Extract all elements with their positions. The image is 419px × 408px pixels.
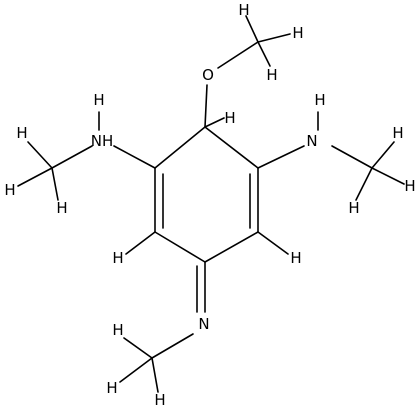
atom-h-methyl-bottom-3: H — [154, 391, 165, 408]
bond-ch3-h-bottom — [257, 41, 271, 67]
bond-n2-ch3 — [331, 145, 373, 169]
atom-h-methoxy-right: H — [292, 24, 303, 42]
bond-c1-c2 — [154, 126, 206, 169]
bond-o-ch3 — [217, 41, 259, 69]
atom-h-ring-left: H — [112, 249, 123, 267]
bond-ch3r-h3 — [355, 167, 373, 201]
bond-ch3r-h2 — [371, 167, 405, 185]
atom-h-methyl-right-2: H — [404, 177, 415, 195]
bond-ch3-h1 — [27, 141, 53, 169]
bond-c2-n1 — [113, 145, 156, 169]
bond-n1-ch3 — [51, 145, 93, 169]
bond-c1-h — [204, 117, 225, 128]
atom-h-nh-left: H — [93, 91, 104, 109]
bond-c3-h — [125, 231, 156, 255]
bond-c1-o — [204, 84, 208, 128]
atom-h-methoxy-top: H — [238, 1, 249, 19]
atom-h-methyl-right-1: H — [392, 124, 403, 142]
atom-h-methyl-bottom-1: H — [112, 321, 123, 339]
atom-labels: O H H H H NH H H H H N H H H H H H N H H… — [4, 1, 415, 408]
bond-ch3-h2 — [17, 167, 53, 187]
atom-h-methyl-left-2: H — [4, 181, 15, 199]
atom-h-methyl-bottom-2: H — [106, 379, 117, 397]
bond-c6-n2 — [257, 145, 305, 169]
atom-h-methyl-left-3: H — [56, 199, 67, 217]
bond-ch3b-h3 — [151, 357, 159, 393]
bond-c1-c6 — [204, 126, 259, 169]
bond-ch3-h-top — [245, 15, 259, 43]
atom-n-right: N — [306, 132, 317, 150]
atom-h-methyl-right-3: H — [348, 199, 359, 217]
bond-ch3b-h2 — [119, 357, 153, 383]
atom-h-ring-top: H — [224, 109, 235, 127]
atom-nh-left: NH — [91, 132, 114, 150]
bond-c4-c5 — [204, 231, 259, 263]
atom-h-methoxy-bottom: H — [266, 66, 277, 84]
bond-n3-ch3 — [151, 333, 194, 359]
bond-c3-c4 — [154, 231, 206, 263]
atom-h-ring-right: H — [290, 249, 301, 267]
atom-o-methoxy: O — [202, 66, 214, 84]
atom-h-methyl-left-1: H — [16, 124, 27, 142]
bond-ch3b-h1 — [123, 337, 153, 359]
bond-ch3-h3 — [51, 167, 59, 201]
atom-h-nh-right: H — [314, 91, 325, 109]
bond-ch3-h-right — [257, 33, 291, 43]
bond-ch3r-h1 — [371, 141, 395, 169]
bonds — [17, 15, 405, 393]
bond-c5-h — [257, 231, 289, 255]
atom-n-imine: N — [198, 315, 209, 333]
